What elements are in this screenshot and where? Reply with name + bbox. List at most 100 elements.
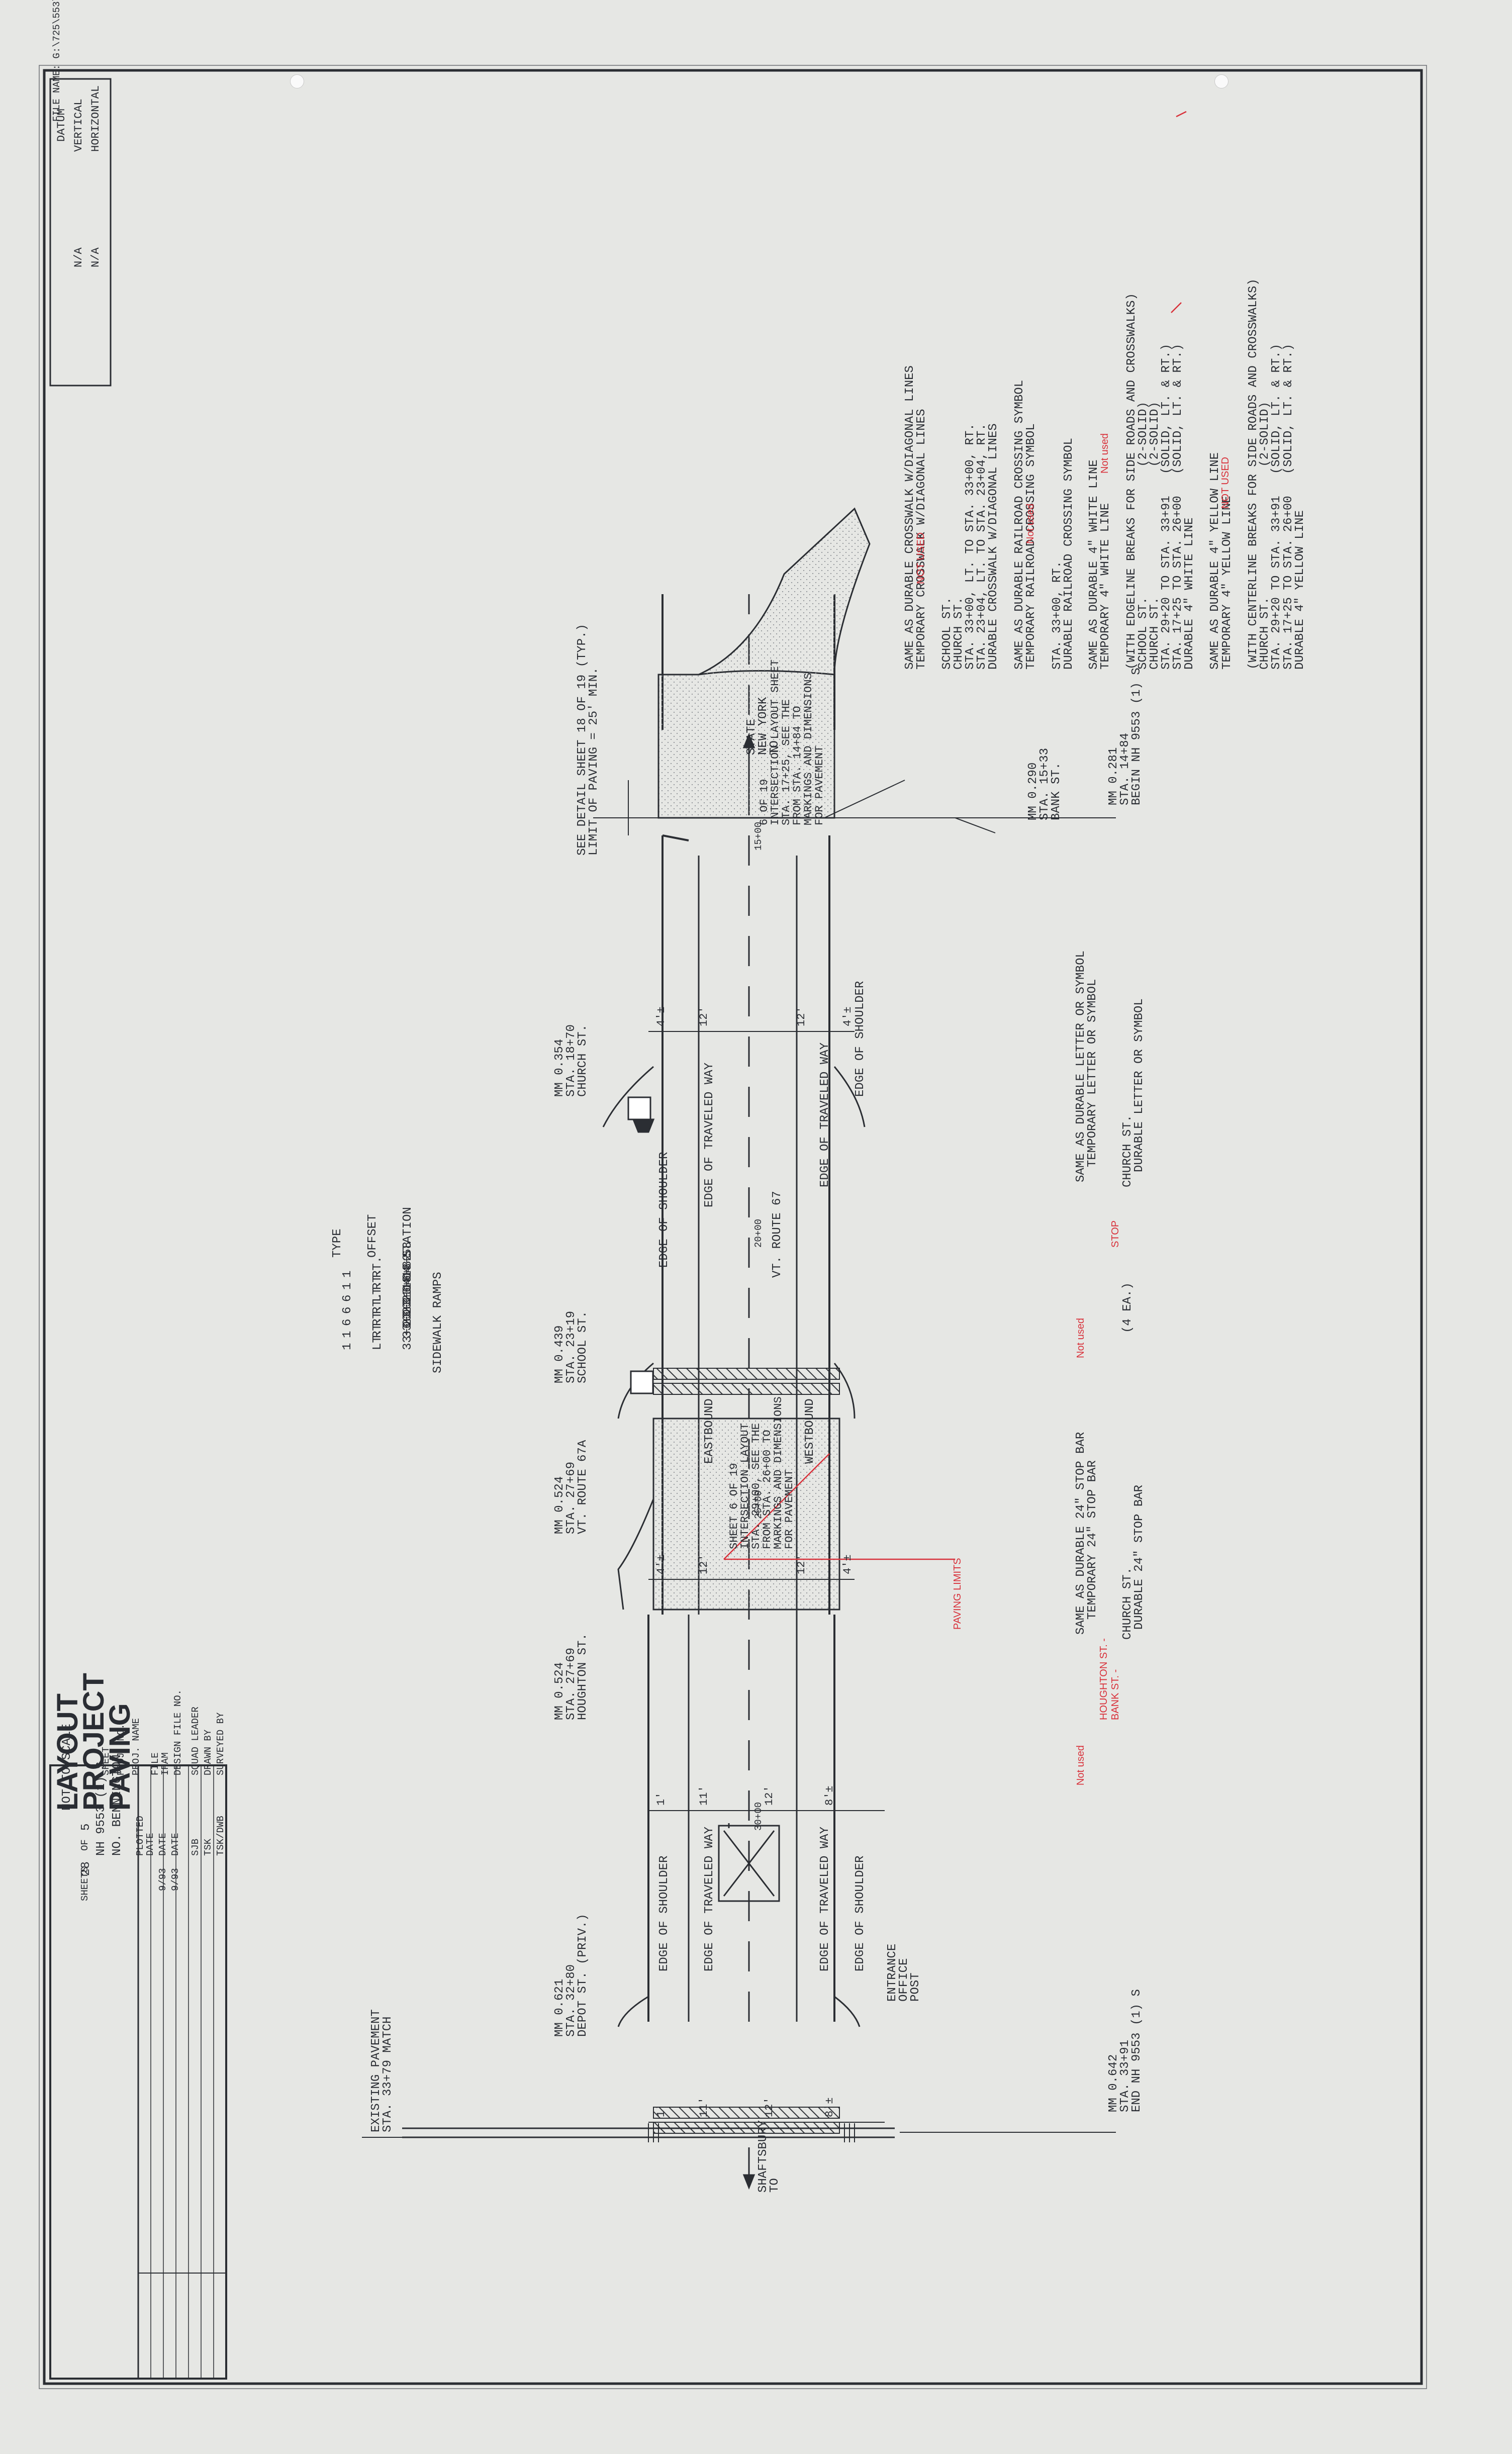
church-st-sta: STA. 18+70 — [564, 1024, 578, 1097]
to-ny-label: NEW YORK — [757, 697, 770, 755]
depot-mm: MM 0.621 — [553, 1978, 566, 2037]
edge-traveled-label: EDGE OF TRAVELED WAY — [818, 1042, 832, 1187]
pavement-note-line: MARKINGS AND DIMENSIONS — [772, 1396, 785, 1549]
station-tick: 15+00 — [753, 821, 764, 851]
datum-title: DATUM — [55, 108, 68, 142]
to-ny-label: STATE — [745, 718, 759, 755]
church-st-note: CHURCH ST. — [1121, 1567, 1135, 1640]
temp-stop-bar-note: TEMPORARY 24" STOP BAR — [1086, 1460, 1099, 1620]
sheet-border — [43, 69, 1423, 2385]
tb-value: NH 9553 (1) S — [94, 1761, 108, 1856]
eastbound-label: EASTBOUND — [703, 1398, 716, 1464]
station-tick: 25+00 — [753, 1490, 764, 1519]
ramps-header: TYPE — [331, 1229, 344, 1258]
ramp-symbols — [627, 1096, 655, 1394]
post-office-label: OFFICE — [897, 1958, 911, 2002]
legend-line: DURABLE 4" WHITE LINE — [1183, 517, 1196, 670]
four-ea-note: (4 EA.) — [1121, 1282, 1135, 1333]
vt67a-label: VT. ROUTE 67A — [576, 1440, 590, 1534]
dim-label: 12' — [795, 1554, 808, 1574]
bank-st-label: BANK ST. — [1050, 762, 1063, 820]
depot-sta: STA. 32+80 — [564, 1964, 578, 2037]
dimension-lines — [648, 1031, 885, 2123]
legend-line: STA. 29+20 TO STA. 33+91 (SOLID, LT. & R… — [1160, 343, 1173, 670]
match-line-label: STA. 33+79 MATCH — [381, 2016, 395, 2132]
punch-hole — [290, 74, 304, 88]
tb-label: OF — [79, 1839, 90, 1851]
legend-line: SAME AS DURABLE CROSSWALK W/DIAGONAL LIN… — [903, 365, 917, 670]
title-layout: LAYOUT — [51, 1693, 84, 1811]
pavement-note-line: SHEET 6 OF 19 — [728, 1463, 740, 1549]
pavement-note-line: STA. 17+25, SEE THE — [780, 699, 793, 825]
edge-shoulder-label: EDGE OF SHOULDER — [854, 981, 867, 1097]
pavement-note-line: MARKINGS AND DIMENSIONS — [802, 673, 815, 825]
not-used-note: NOT USED — [915, 532, 926, 584]
ramps-header: OFFSET — [366, 1214, 380, 1258]
tb-value: TSK — [203, 1838, 214, 1856]
not-used-note: Not used — [1075, 1745, 1086, 1785]
legend-line: TEMPORARY 4" WHITE LINE — [1099, 503, 1112, 670]
ramp-cell: LT. — [371, 1328, 385, 1350]
begin-project-label: BEGIN NH 9553 (1) S — [1130, 668, 1144, 805]
vt67a-mm: MM 0.524 — [553, 1476, 566, 1534]
ramp-cell: 33+00 — [401, 1313, 415, 1350]
dim-label: 4'± — [841, 1554, 854, 1574]
ramp-cell: 1 — [341, 1270, 354, 1278]
edge-shoulder-label: EDGE OF SHOULDER — [657, 1855, 671, 1971]
station-tick: 20+00 — [753, 1218, 764, 1248]
legend-line: CHURCH ST. (2-SOLID) — [1258, 402, 1272, 670]
dim-label: 12' — [763, 1785, 776, 1806]
legend-line: STA. 17+25 TO STA. 26+00 (SOLID, LT. & R… — [1282, 343, 1295, 670]
legend-line: STA. 17+25 TO STA. 26+00 (SOLID, LT. & R… — [1171, 343, 1185, 670]
dim-label: 4'± — [655, 1006, 668, 1026]
durable-letter-note: DURABLE LETTER OR SYMBOL — [1132, 998, 1146, 1172]
paving-area-east — [652, 1418, 840, 1611]
depot-label: DEPOT ST. (PRIV.) — [576, 1914, 590, 2037]
pavement-note-line: INTERSECTION LAYOUT — [739, 1423, 751, 1549]
end-project-sta: STA. 33+91 — [1118, 2039, 1132, 2112]
legend-line: TEMPORARY RAILROAD CROSSING SYMBOL — [1024, 423, 1038, 670]
see-detail-note: SEE DETAIL SHEET 18 OF 19 (TYP.) — [576, 624, 589, 856]
dim-label: 1' — [655, 1792, 668, 1806]
tb-label: PROJ. NAME — [131, 1718, 142, 1775]
tb-label: PLOTTED — [135, 1816, 146, 1856]
dim-label: 4'± — [841, 1006, 854, 1026]
ramp-cell: 1 — [341, 1331, 354, 1338]
begin-project-sta: STA. 14+84 — [1118, 732, 1132, 805]
railroad-crossing-symbol — [718, 1823, 780, 1902]
stop-note: STOP — [1110, 1220, 1121, 1248]
end-project-mm: MM 0.642 — [1107, 2054, 1120, 2112]
pavement-note-line: FOR PAVEMENT — [783, 1469, 796, 1549]
existing-pavement-label: EXISTING PAVEMENT — [369, 2009, 383, 2132]
not-used-note: Not used — [1025, 503, 1036, 544]
legend-line: (WITH CENTERLINE BREAKS FOR SIDE ROADS A… — [1247, 278, 1260, 670]
tb-value: 5 — [79, 1823, 93, 1831]
legend-line: SAME AS DURABLE 4" WHITE LINE — [1087, 459, 1101, 670]
legend-line: (WITH EDGELINE BREAKS FOR SIDE ROADS AND… — [1125, 293, 1139, 670]
dim-label: 11' — [698, 2097, 710, 2117]
legend-line: DURABLE RAILROAD CROSSING SYMBOL — [1062, 438, 1076, 670]
post-office-label: ENTRANCE — [886, 1943, 899, 2002]
legend-line: SAME AS DURABLE RAILROAD CROSSING SYMBOL — [1013, 380, 1026, 670]
pavement-note-line: FOR PAVEMENT — [813, 745, 826, 825]
file-name: FILE NAME: G:\725\553\LO1; BY: JHF; DATE… — [51, 0, 62, 122]
not-used-note: NOT USED — [1220, 457, 1231, 509]
dim-label: 12' — [698, 1554, 710, 1574]
ramp-cell: 1 — [341, 1282, 354, 1290]
tb-label: IPAM — [160, 1752, 171, 1775]
pavement-note-line: 6 OF 19 — [758, 779, 771, 825]
route-67-label: VT. ROUTE 67 — [771, 1191, 784, 1278]
post-office-label: POST — [909, 1972, 922, 2002]
to-shaftsbury-label: SHAFTSBURY — [757, 2120, 770, 2193]
westbound-label: WESTBOUND — [803, 1398, 817, 1464]
dim-label: 12' — [698, 1006, 710, 1026]
edge-shoulder-label: EDGE OF SHOULDER — [657, 1152, 671, 1268]
vt67a-sta: STA. 27+69 — [564, 1461, 578, 1534]
datum-horizontal-label: HORIZONTAL — [89, 85, 102, 152]
dim-label: 1' — [655, 2104, 668, 2117]
legend-line: STA. 33+00, RT. — [1051, 560, 1064, 670]
legend-line: CHURCH ST. — [952, 597, 966, 670]
legend-line: TEMPORARY 4" YELLOW LINE — [1220, 496, 1234, 670]
dim-label: 12' — [763, 2097, 776, 2117]
ramp-cell: 6 — [341, 1306, 354, 1314]
